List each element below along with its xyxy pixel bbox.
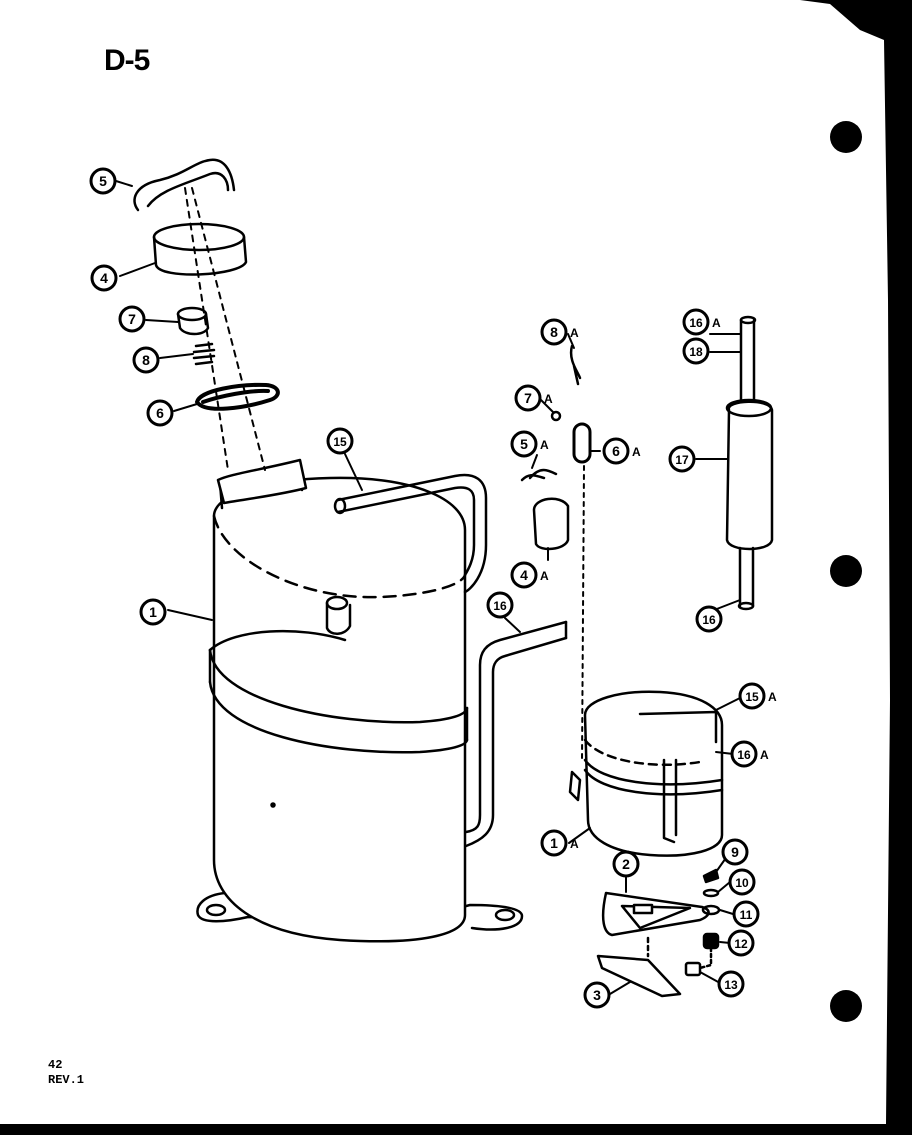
callout-circle [717,970,745,998]
binder-hole-bottom [830,990,862,1022]
mounting-plate [601,891,710,937]
diagram-code: D-5 [104,44,150,77]
callout-circle [730,740,758,768]
nut-13 [684,961,702,977]
callout-circle [727,929,755,957]
callout-circle [510,561,538,589]
clip-8a [569,344,582,386]
callout-number: 16 [702,613,716,627]
terminal-spring [192,342,216,366]
callout-circle [540,318,568,346]
callout-number: 8 [550,324,558,340]
callout-circle [90,264,118,292]
callout-circle [721,838,749,866]
callout-circle [732,900,760,928]
callout-circle [89,167,117,195]
callout-number: 5 [520,436,528,452]
terminal-gasket [195,382,280,411]
callout-number: 16 [493,599,507,613]
callout-circle [132,346,160,374]
page-number: 42 [48,1058,63,1072]
callout-number: 17 [675,453,689,467]
callout-number: 7 [524,390,532,406]
callout-number: 10 [735,876,749,890]
callout-circle [682,337,710,365]
callout-number: 6 [612,443,620,459]
callout-number: 8 [142,352,150,368]
callout-number: 16 [689,316,703,330]
callout-number: 9 [731,844,739,860]
cover-4a [532,497,570,551]
callout-suffix: A [570,837,579,851]
callout-number: 18 [689,345,703,359]
spacer-12 [702,932,720,950]
callout-circle [682,308,710,336]
terminal-knob [176,306,210,336]
callout-number: 7 [128,311,136,327]
gasket-6a [572,422,592,464]
callout-suffix: A [570,326,579,340]
callout-number: 1 [149,604,157,620]
clip-5a [520,468,558,482]
binder-hole-top [830,121,862,153]
callout-number: 6 [156,405,164,421]
terminal-cover [152,222,248,276]
terminal-clip [133,158,236,212]
callout-circle [146,399,174,427]
callout-suffix: A [768,690,777,704]
callout-number: 12 [734,937,748,951]
callout-suffix: A [712,316,721,330]
washer-9 [702,868,720,884]
callout-number: 4 [520,567,528,583]
callout-suffix: A [540,569,549,583]
callout-circle [583,981,611,1009]
discharge-tube [333,473,488,594]
callout-number: 16 [737,748,751,762]
revision-label: REV.1 [48,1073,85,1087]
callout-circle [612,850,640,878]
callout-circle [514,384,542,412]
rubber-pad [596,954,682,998]
compressor-main [196,458,524,943]
muffler-assembly [725,315,774,611]
callout-number: 11 [740,908,753,922]
callout-number: 4 [100,270,108,286]
callout-number: 13 [724,978,738,992]
callout-circle [118,305,146,333]
callout-number: 5 [99,173,107,189]
callout-number: 15 [333,435,347,449]
callout-circle [326,427,354,455]
callout-suffix: A [544,392,553,406]
compressor-small [568,690,724,857]
callout-number: 2 [622,856,630,872]
callout-circle [602,437,630,465]
binder-hole-middle [830,555,862,587]
callout-circle [695,605,723,633]
callout-suffix: A [760,748,769,762]
callout-circle [510,430,538,458]
callout-number: 3 [593,987,601,1003]
callout-number: 15 [745,690,759,704]
callout-circle [728,868,756,896]
knob-7a [550,410,562,422]
callout-circle [540,829,568,857]
suction-tube [464,620,568,848]
callout-suffix: A [632,445,641,459]
callout-circle [738,682,766,710]
callout-circle [668,445,696,473]
callout-suffix: A [540,438,549,452]
callout-circle [486,591,514,619]
callout-number: 1 [550,835,558,851]
callout-circle [139,598,167,626]
